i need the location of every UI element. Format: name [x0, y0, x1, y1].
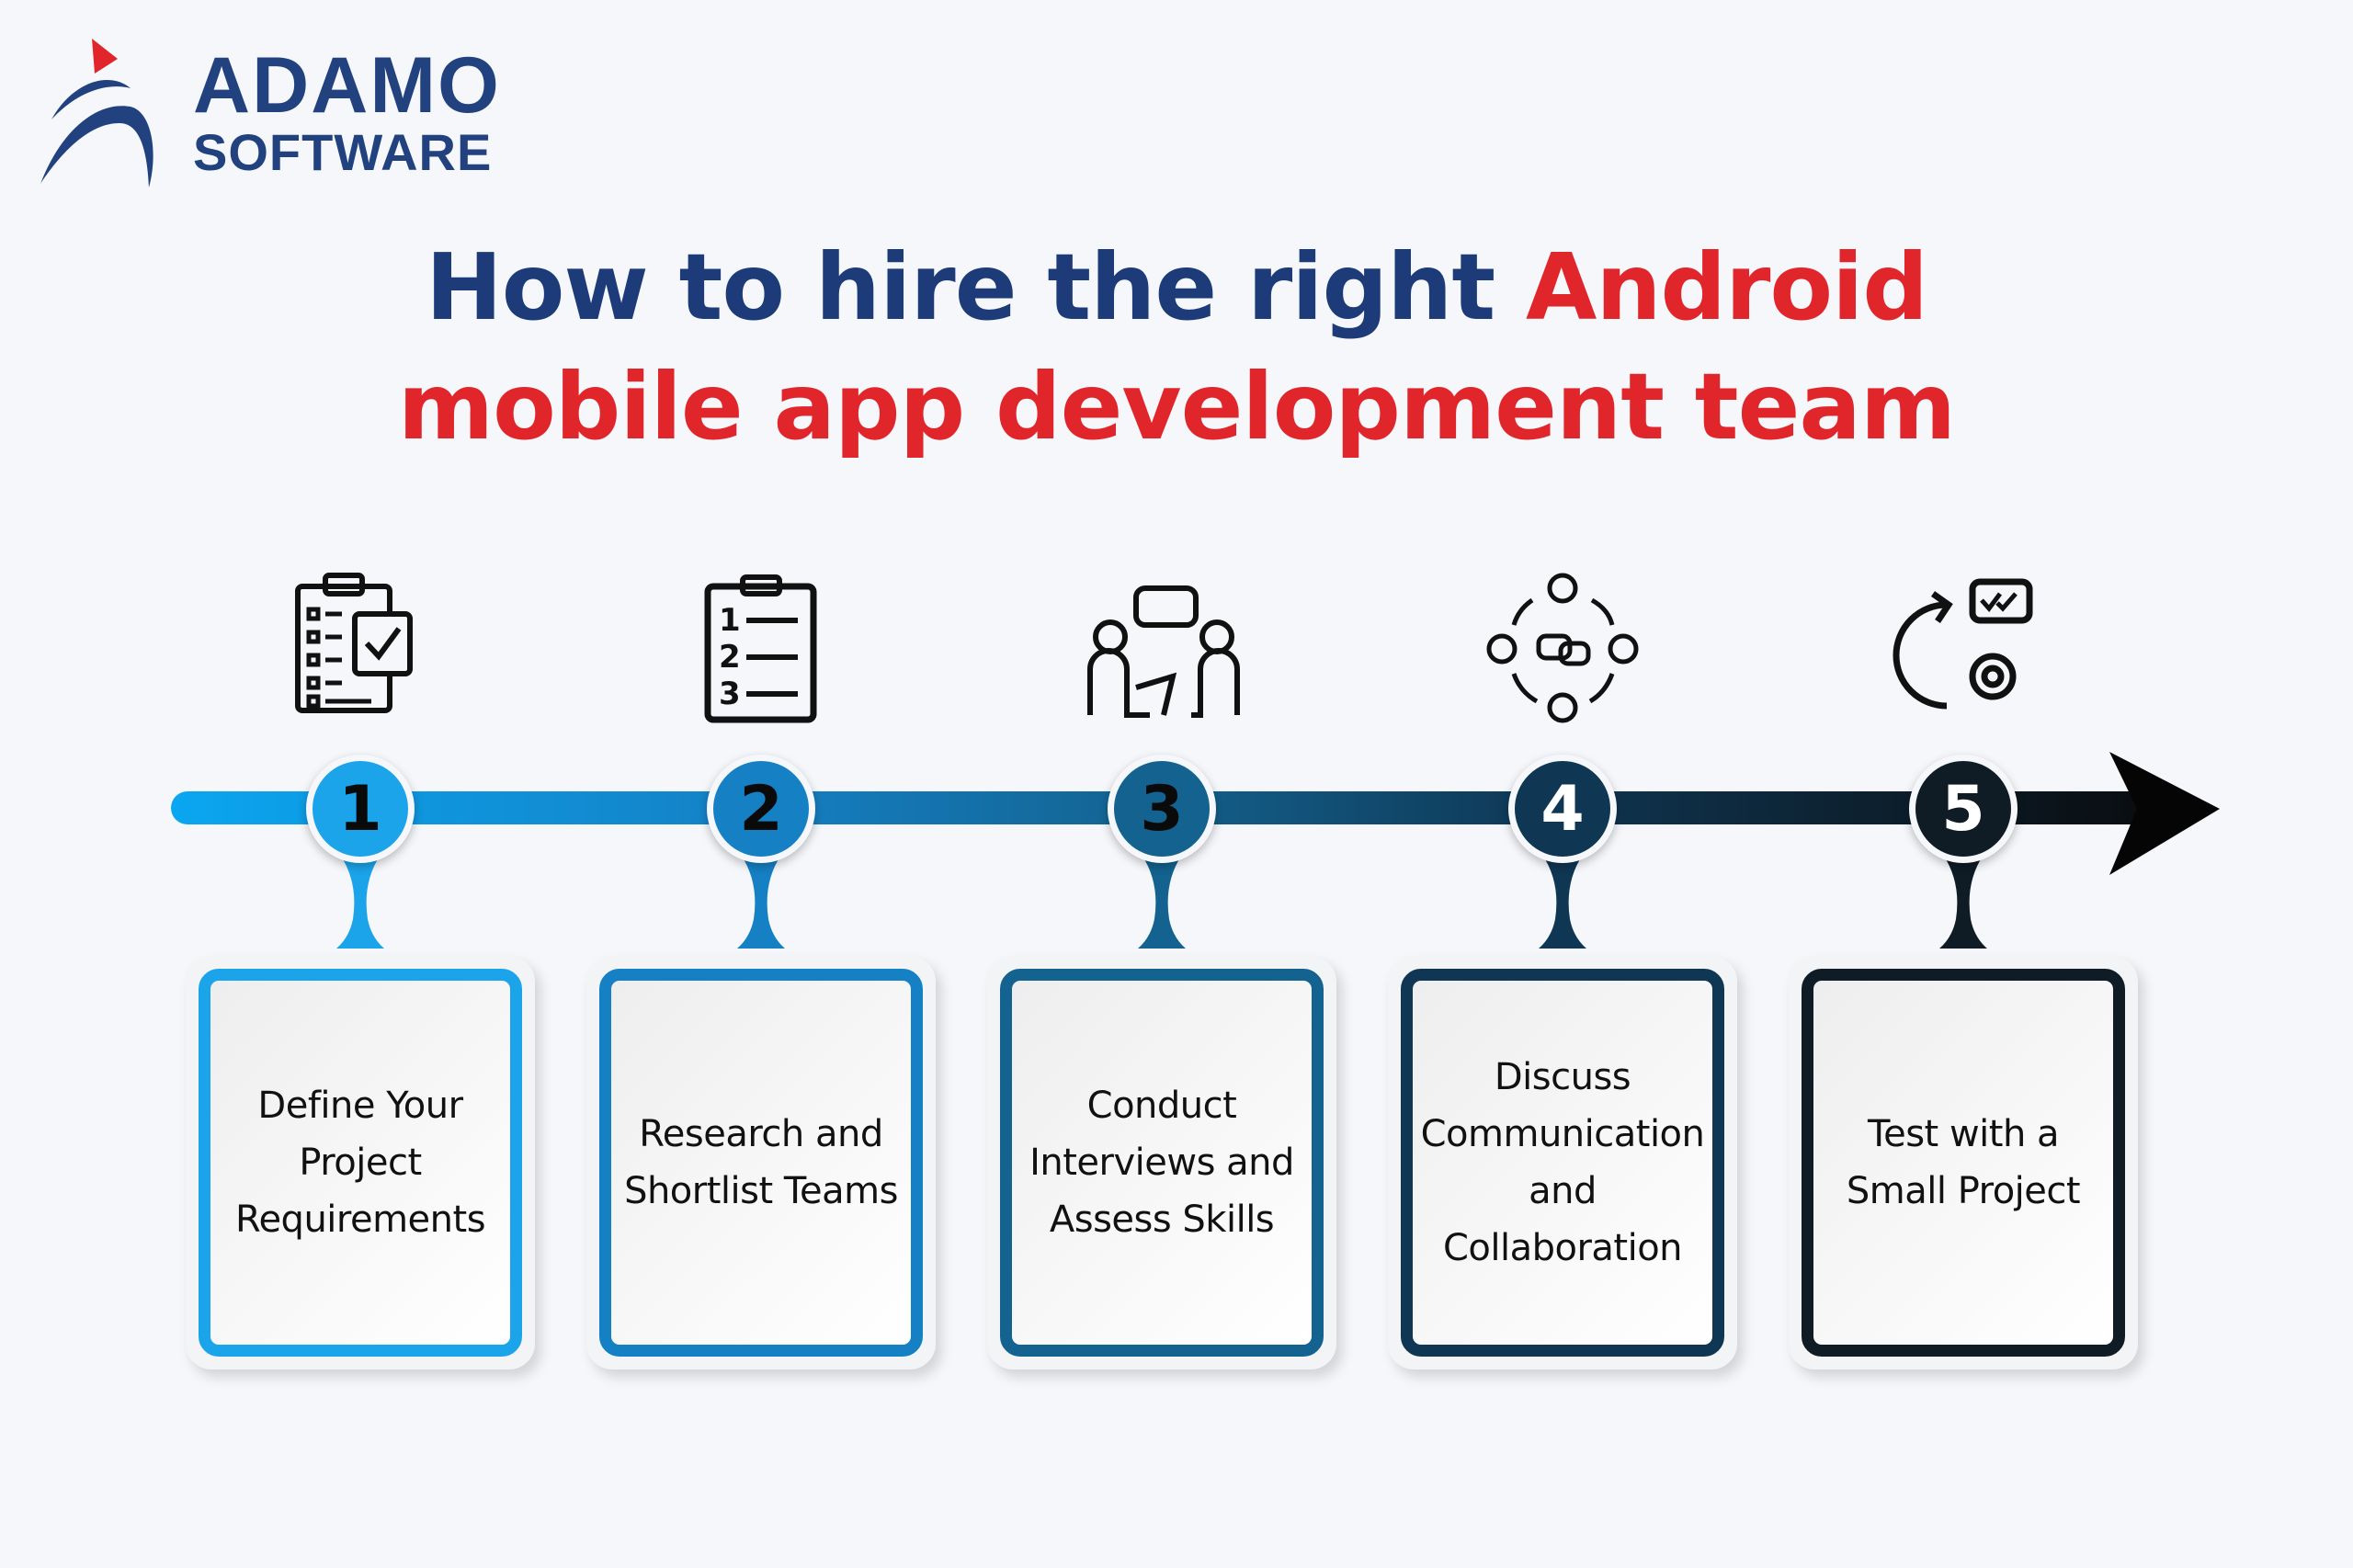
logo-text-adamo: ADAMO	[193, 41, 501, 130]
clipboard-checklist-icon	[279, 568, 441, 730]
step-label: Define Your Project Requirements	[199, 969, 522, 1357]
step-number-badge: 2	[707, 755, 815, 863]
step-label: Test with a Small Project	[1802, 969, 2125, 1357]
step-card: Research and Shortlist Teams	[586, 956, 936, 1369]
step-label: Conduct Interviews and Assess Skills	[1000, 969, 1324, 1357]
title-line-2: mobile app development team	[397, 353, 1956, 460]
step-label: Discuss Communication and Collaboration	[1401, 969, 1724, 1357]
timeline-arrowhead	[2109, 752, 2220, 875]
team-communication-icon	[1482, 568, 1643, 730]
step-number-badge: 1	[306, 755, 415, 863]
step-connector	[737, 855, 785, 949]
svg-text:3: 3	[719, 676, 741, 712]
step-label: Research and Shortlist Teams	[599, 969, 923, 1357]
step-number-badge: 5	[1909, 755, 2018, 863]
adamo-logo: ADAMO SOFTWARE	[35, 35, 586, 191]
page-title: How to hire the right Android mobile app…	[0, 228, 2353, 467]
step-number-badge: 4	[1508, 755, 1617, 863]
step-card: Define Your Project Requirements	[186, 956, 535, 1369]
interview-icon	[1081, 568, 1243, 730]
step-card: Discuss Communication and Collaboration	[1388, 956, 1737, 1369]
svg-text:2: 2	[719, 639, 741, 676]
logo-mark-icon	[40, 39, 153, 187]
svg-text:1: 1	[719, 602, 741, 639]
step-card: Conduct Interviews and Assess Skills	[987, 956, 1336, 1369]
step-connector	[336, 855, 384, 949]
step-number-badge: 3	[1108, 755, 1216, 863]
test-cycle-gear-icon	[1882, 568, 2044, 730]
title-part-1: How to hire the right	[426, 233, 1526, 341]
step-connector	[1138, 855, 1186, 949]
title-part-2: Android	[1525, 233, 1928, 341]
step-card: Test with a Small Project	[1789, 956, 2138, 1369]
step-connector	[1939, 855, 1987, 949]
logo-text-software: SOFTWARE	[193, 123, 493, 181]
step-connector	[1539, 855, 1586, 949]
